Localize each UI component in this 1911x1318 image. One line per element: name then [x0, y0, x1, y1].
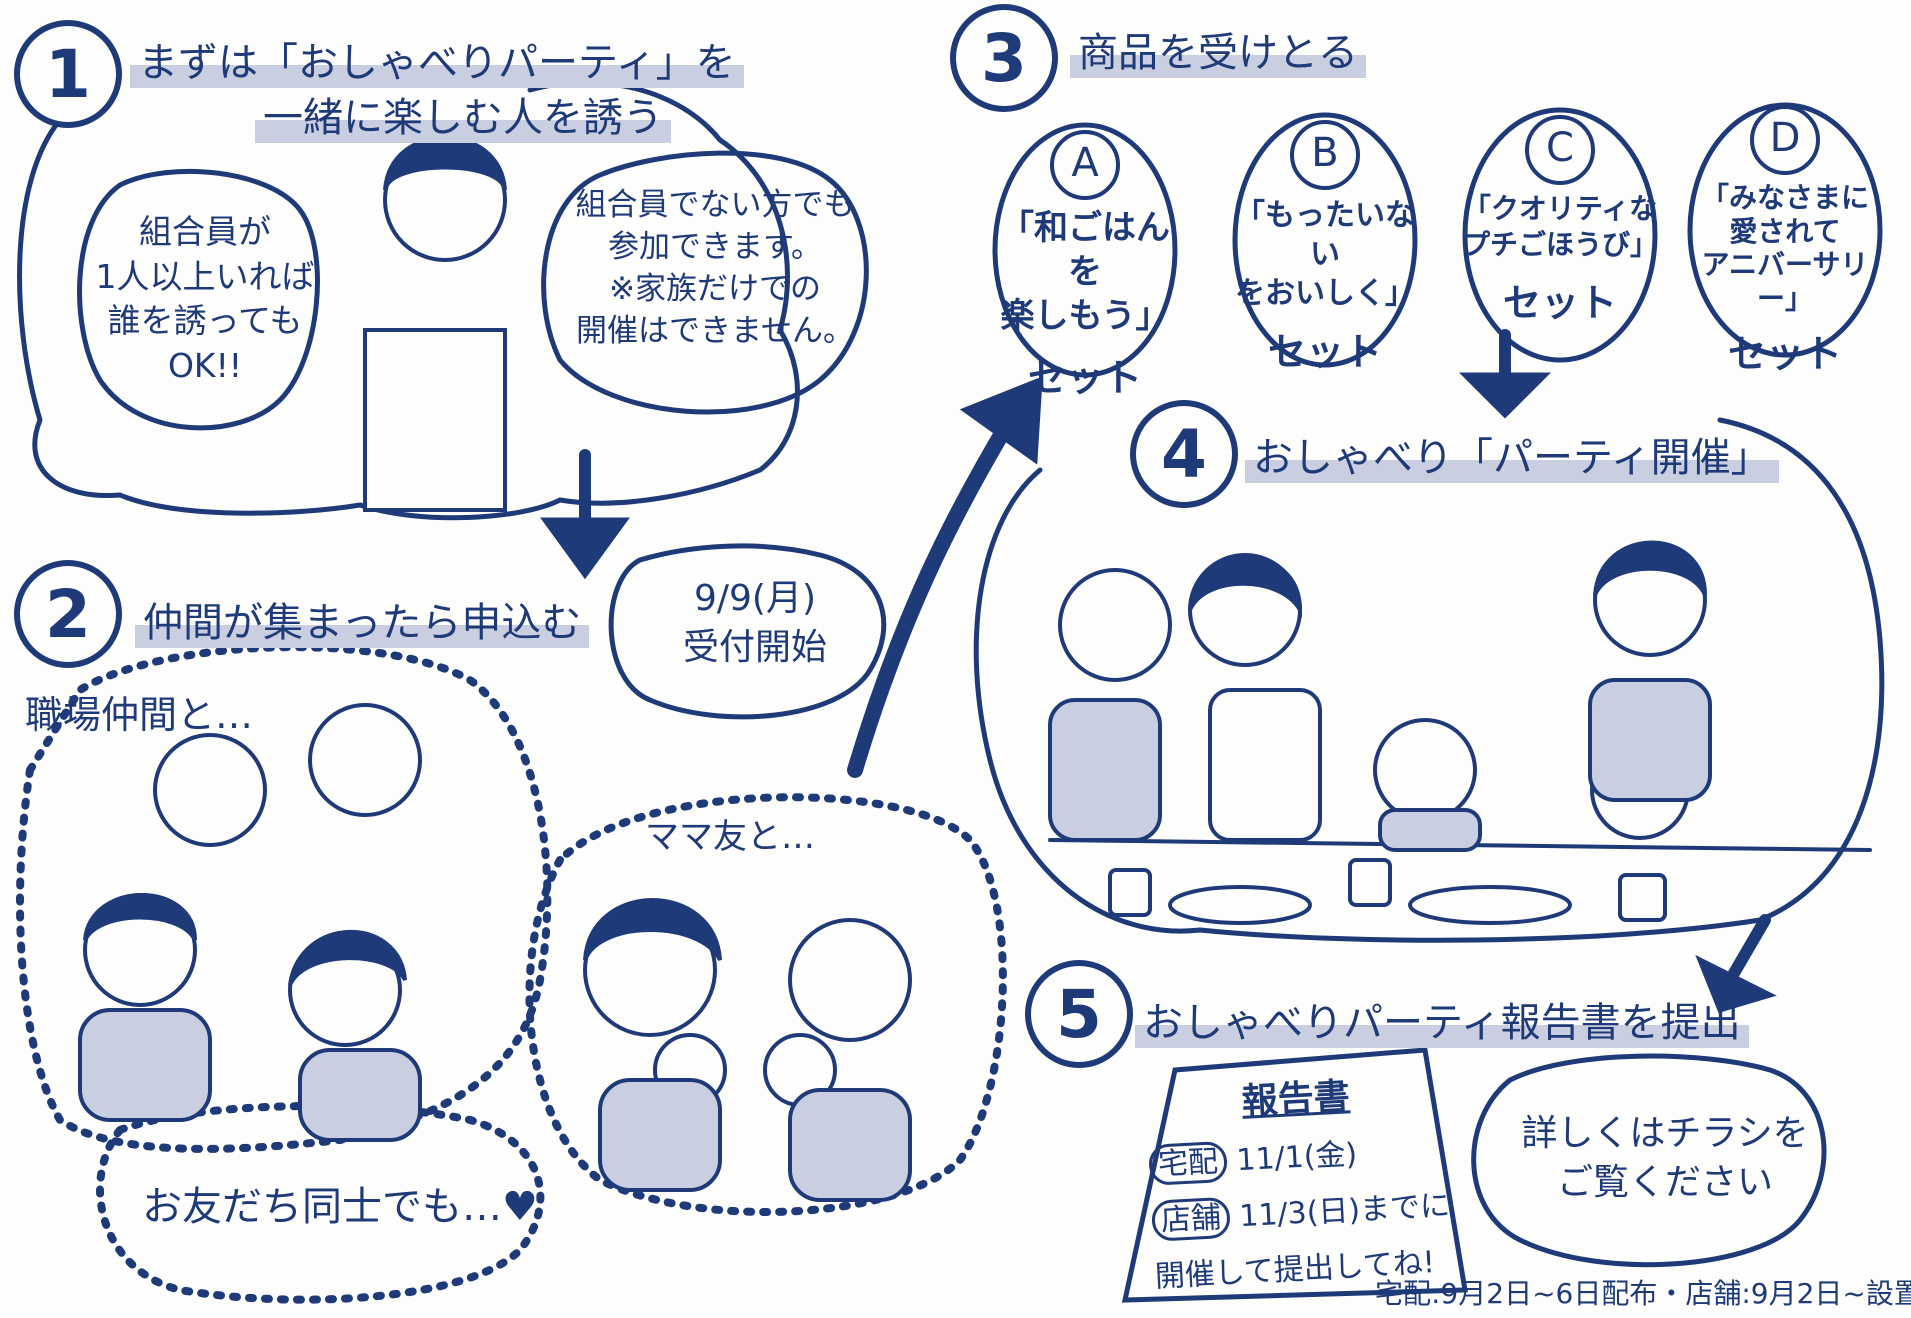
set-d-letter: D: [1750, 105, 1820, 175]
date-bubble-outline: [608, 543, 887, 720]
set-a-suffix: セット: [1027, 355, 1142, 400]
workplace-dotted-outline: [16, 643, 552, 1153]
set-a-letter: A: [1050, 130, 1120, 200]
set-b: B 「もったいない をおいしく」 セット: [1230, 120, 1420, 376]
bubble-left-outline: [77, 168, 320, 431]
step4-cloud: [973, 417, 1885, 943]
step1-cloud: [17, 79, 800, 521]
step4-title: おしゃべり「パーティ開催」: [1245, 425, 1779, 483]
report-form: 報告書 宅配 11/1(金) 店舗 11/3(日)までに 開催して提出してね!: [1145, 1062, 1456, 1295]
step3-number: 3: [950, 4, 1058, 112]
store-tag: 店舗: [1150, 1196, 1231, 1242]
details-bubble-text: 詳しくはチラシを ご覧ください: [1521, 1113, 1809, 1203]
delivery-tag: 宅配: [1148, 1140, 1229, 1186]
bubble-member-text: 組合員が 1人以上いれば 誰を誘っても OK!!: [95, 212, 315, 385]
set-c: C 「クオリティな プチごほうび」 セット: [1460, 115, 1660, 327]
arrow-2-to-3: [847, 412, 1018, 778]
workplace-label: 職場仲間と…: [25, 693, 254, 737]
set-b-letter: B: [1290, 120, 1360, 190]
mamatomo-dotted-outline: [525, 793, 1007, 1216]
step3-title: 商品を受けとる: [1070, 20, 1366, 78]
step1-title-line2: 一緒に楽しむ人を誘う: [255, 85, 671, 143]
date-bubble-text: 9/9(月) 受付開始: [682, 578, 827, 668]
set-b-suffix: セット: [1267, 330, 1382, 374]
set-b-oval: [1232, 112, 1418, 368]
footer-note: 宅配:9月2日~6日配布・店舗:9月2日~設置: [1375, 1277, 1911, 1310]
step1-title-line1: まずは「おしゃべりパーティ」を: [130, 30, 744, 88]
details-bubble-outline: [1471, 1053, 1827, 1268]
set-d-name: 「みなさまに 愛されて アニバーサリー」: [1700, 181, 1869, 315]
delivery-date: 11/1(金): [1235, 1137, 1359, 1179]
set-d: D 「みなさまに 愛されて アニバーサリー」 セット: [1685, 105, 1885, 378]
set-c-suffix: セット: [1502, 280, 1617, 325]
set-a-name: 「和ごはんを 楽しもう」: [1000, 208, 1170, 337]
report-paper-outline: [1121, 1047, 1468, 1303]
friends-label: お友だち同士でも…♥: [142, 1184, 538, 1230]
set-d-suffix: セット: [1727, 332, 1842, 377]
mamatomo-label: ママ友と…: [645, 817, 815, 857]
arrow-4-to-5: [1724, 914, 1771, 986]
set-c-oval: [1462, 107, 1658, 363]
step5-title: おしゃべりパーティ報告書を提出: [1135, 990, 1749, 1048]
held-paper: [363, 328, 507, 512]
set-c-name: 「クオリティな プチごほうび」: [1461, 192, 1658, 262]
step2-title: 仲間が集まったら申込む: [135, 590, 590, 648]
step4-number: 4: [1130, 400, 1238, 508]
set-b-name: 「もったいない をおいしく」: [1235, 198, 1415, 311]
step1-number: 1: [14, 20, 122, 128]
store-date: 11/3(日)までに: [1238, 1188, 1451, 1235]
bubble-nonmember-text: 組合員でない方でも 参加できます。 ※家族だけでの 開催はできません。: [575, 187, 855, 349]
set-c-letter: C: [1525, 115, 1595, 185]
set-a: A 「和ごはんを 楽しもう」 セット: [990, 130, 1180, 402]
step2-number: 2: [14, 560, 122, 668]
bubble-right-outline: [541, 150, 869, 415]
step5-number: 5: [1025, 960, 1133, 1068]
set-a-oval: [992, 122, 1178, 378]
